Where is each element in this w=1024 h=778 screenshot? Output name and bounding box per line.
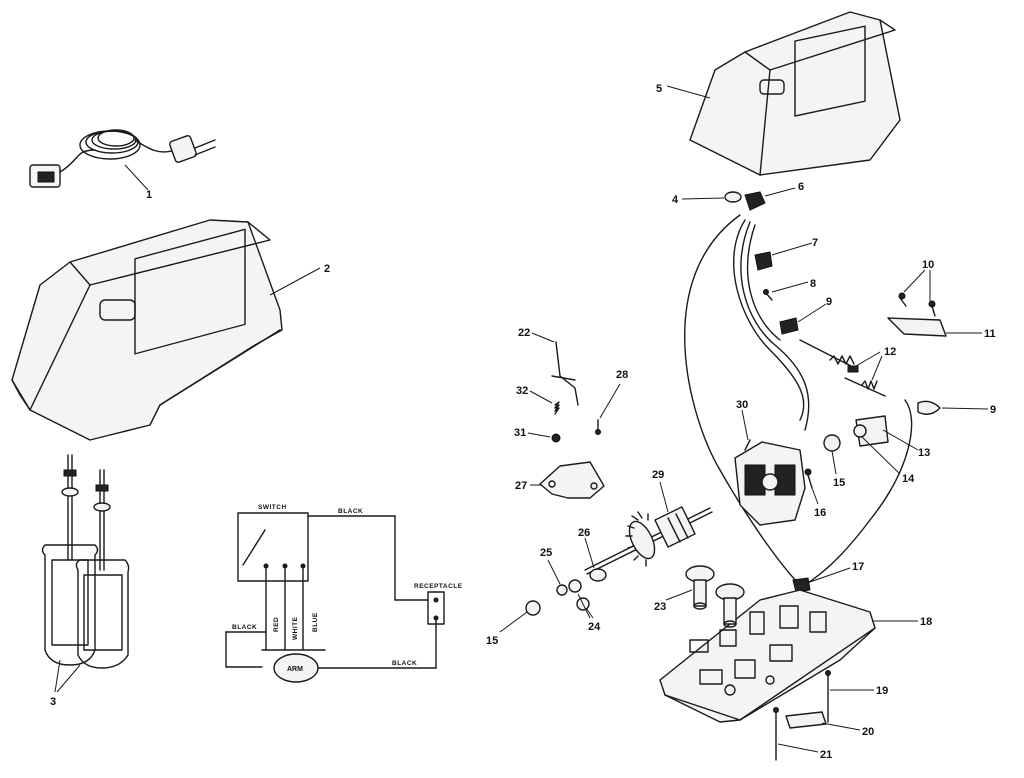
switch-box [237, 512, 309, 582]
screws-10 [898, 292, 936, 317]
label-plate-20 [785, 711, 827, 729]
brushes-12 [799, 339, 886, 397]
wiring-diagram: SWITCH BLACK RECEPTACLE RED WHITE BLUE B… [225, 504, 463, 683]
callout-11: 11 [984, 328, 996, 340]
screw-8 [763, 289, 769, 295]
callout-29: 29 [652, 469, 664, 481]
callout-31: 31 [514, 427, 526, 439]
plate-27 [539, 461, 605, 499]
clip-7 [754, 251, 773, 271]
bracket-6 [744, 191, 766, 211]
brush-holder-9b [917, 400, 941, 415]
mixer-housing [11, 219, 283, 441]
callout-28: 28 [616, 369, 628, 381]
callout-6: 6 [798, 181, 804, 193]
washer-4 [724, 191, 742, 203]
callout-8: 8 [810, 278, 816, 290]
callout-25: 25 [540, 547, 552, 559]
callout-21: 21 [820, 749, 832, 761]
callout-20: 20 [862, 726, 874, 738]
spring-32 [554, 401, 560, 415]
callout-18: 18 [920, 616, 932, 628]
callout-15a: 15 [833, 477, 845, 489]
callout-7: 7 [812, 237, 818, 249]
bearing-15a [823, 434, 841, 452]
callout-9a: 9 [826, 296, 832, 308]
callout-17: 17 [852, 561, 864, 573]
wiring-switch-label: SWITCH [258, 504, 287, 511]
armature-29 [584, 506, 713, 575]
callout-1: 1 [146, 189, 152, 201]
terminal-17 [792, 577, 811, 593]
callout-14: 14 [902, 473, 915, 485]
brush-holder-9a [779, 317, 799, 335]
beaters [41, 454, 130, 669]
callout-27: 27 [515, 480, 527, 492]
wiring-arm-label: ARM [287, 666, 303, 673]
motor-field-30 [734, 439, 806, 526]
callout-13: 13 [918, 447, 930, 459]
callout-4: 4 [672, 194, 679, 206]
wire-harness [684, 214, 913, 586]
wiring-black-bottom: BLACK [392, 660, 417, 667]
washer-25 [556, 584, 568, 596]
callout-30: 30 [736, 399, 748, 411]
base-18 [659, 589, 876, 723]
wiring-black-left: BLACK [232, 624, 257, 631]
callout-9b: 9 [990, 404, 996, 416]
washer-26 [589, 568, 607, 582]
power-cord [29, 129, 216, 188]
wiring-receptacle-label: RECEPTACLE [414, 583, 463, 590]
callout-19: 19 [876, 685, 888, 697]
callout-15b: 15 [486, 635, 498, 647]
nut-31 [551, 433, 561, 443]
callout-2: 2 [324, 263, 330, 275]
bearing-14 [853, 424, 867, 438]
callout-16: 16 [814, 507, 826, 519]
screw-16 [804, 468, 812, 476]
callout-32: 32 [516, 385, 528, 397]
wiring-blue-label: BLUE [312, 612, 319, 632]
callout-23: 23 [654, 601, 666, 613]
callout-5: 5 [656, 83, 662, 95]
callout-12: 12 [884, 346, 896, 358]
wiring-red-label: RED [273, 617, 280, 632]
bracket-11 [887, 317, 947, 337]
wiring-black-top: BLACK [338, 508, 363, 515]
bearing-15b [525, 600, 541, 616]
lever-22 [555, 341, 579, 406]
callout-22: 22 [518, 327, 530, 339]
callout-26: 26 [578, 527, 590, 539]
gears-23 [685, 565, 745, 628]
wiring-white-label: WHITE [292, 616, 299, 640]
top-cover [689, 11, 901, 176]
callout-24: 24 [588, 621, 601, 633]
callout-3: 3 [50, 696, 56, 708]
callout-10: 10 [922, 259, 934, 271]
